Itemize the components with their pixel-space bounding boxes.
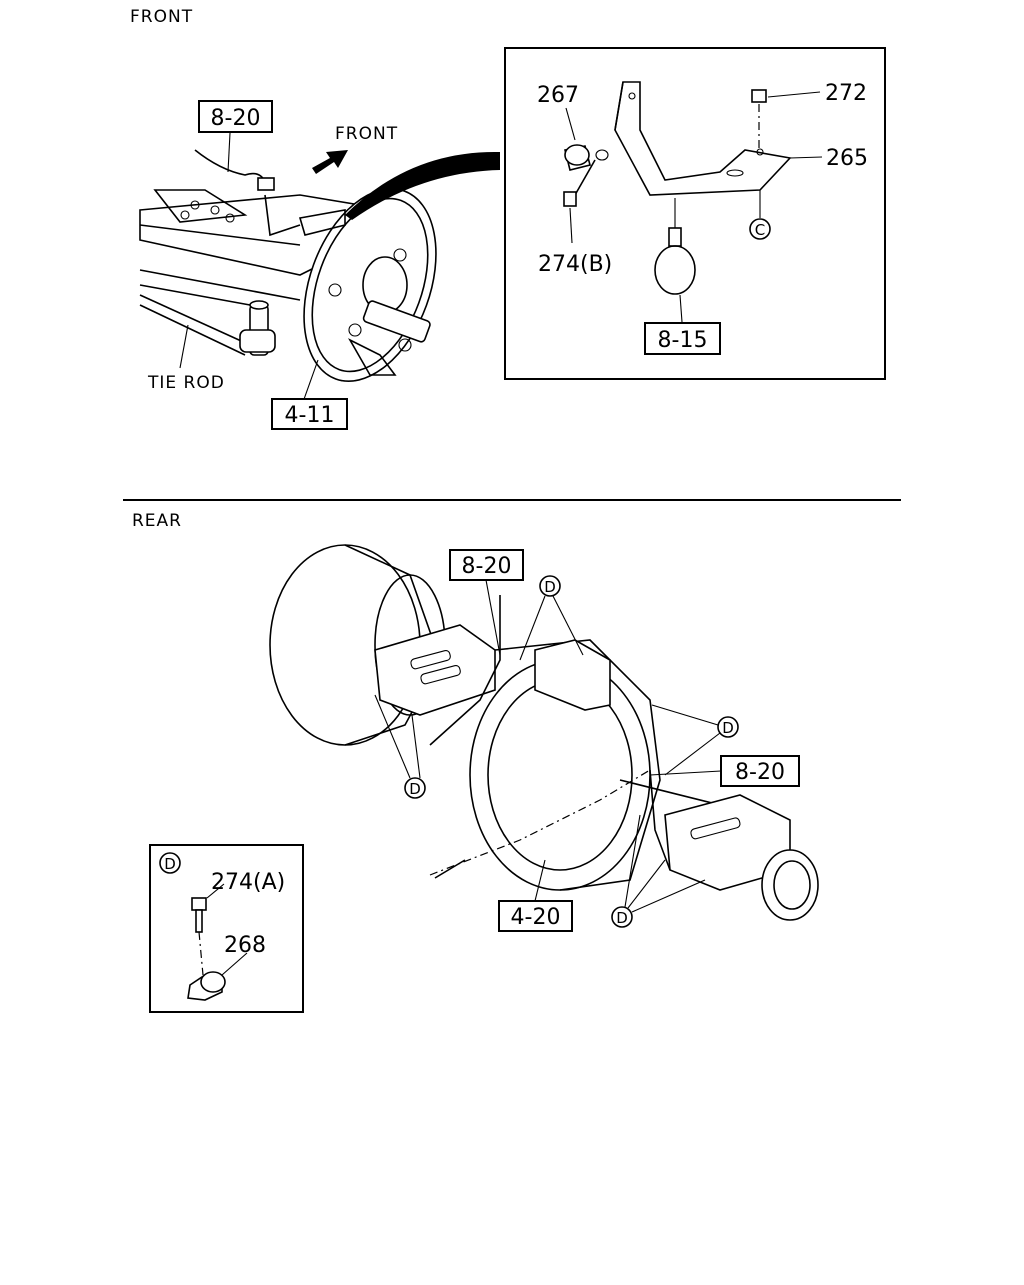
part-274b-label: 274(B) <box>538 252 612 277</box>
front-direction-arrow <box>312 150 348 174</box>
d-detail-panel: D 274(A) 268 <box>149 844 304 1013</box>
d-marker-right-upper: D <box>651 704 739 776</box>
marker-c: C <box>755 221 765 239</box>
rear-axle-assembly <box>269 544 819 921</box>
front-detail-panel: C 267 272 265 274(B) 8-15 <box>504 47 886 380</box>
front-brake-assembly <box>302 188 437 403</box>
svg-text:D: D <box>544 578 556 596</box>
ref-box-front-brake: 4-11 <box>271 398 348 430</box>
svg-text:4-20: 4-20 <box>511 905 561 930</box>
svg-text:D: D <box>409 780 421 798</box>
svg-text:D: D <box>616 909 628 927</box>
ref-box-brake-line-front: 8-20 <box>198 100 273 133</box>
front-brake-hose <box>194 132 346 237</box>
svg-text:8-20: 8-20 <box>462 554 512 579</box>
ref-front-brake-text: 4-11 <box>285 403 335 428</box>
ref-box-brake-line-rear-top: 8-20 <box>449 549 524 656</box>
front-direction-label: FRONT <box>335 124 398 144</box>
ref-hose-text: 8-15 <box>658 328 708 353</box>
part-268-label: 268 <box>224 933 266 958</box>
ref-box-rear-axle: 4-20 <box>498 859 573 932</box>
detail-callout-arrow <box>345 151 500 220</box>
d-marker-left-lower: D <box>374 694 426 799</box>
part-267-label: 267 <box>537 83 579 108</box>
tie-rod-label: TIE ROD <box>147 373 225 393</box>
ref-brake-line-front-text: 8-20 <box>211 106 261 131</box>
d-marker-bottom: D <box>611 814 706 928</box>
svg-text:D: D <box>722 719 734 737</box>
d-detail-marker: D <box>164 855 176 873</box>
front-section-title: FRONT <box>130 7 193 27</box>
rear-section-title: REAR <box>132 511 182 531</box>
part-265-label: 265 <box>826 146 868 171</box>
ref-box-brake-line-rear-right: 8-20 <box>649 755 800 787</box>
d-marker-top: D <box>519 575 584 661</box>
part-274a-label: 274(A) <box>211 870 285 895</box>
part-272-label: 272 <box>825 81 867 106</box>
tie-rod <box>139 294 276 369</box>
svg-text:8-20: 8-20 <box>735 760 785 785</box>
